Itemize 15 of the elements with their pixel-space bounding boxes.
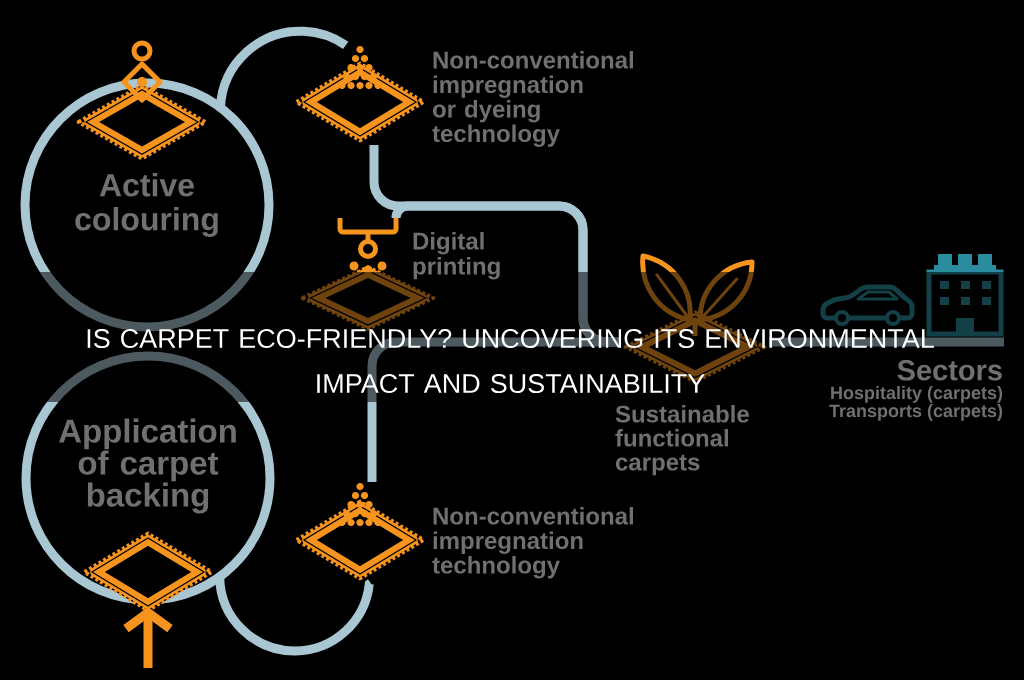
icon-caption: Non-conventional impregnation or dyeing technology bbox=[432, 51, 633, 147]
icon-caption: Non-conventional impregnation technology bbox=[432, 507, 633, 579]
caption-heading: Sectors bbox=[897, 360, 1002, 381]
icon-caption: Transports (carpets) bbox=[829, 404, 1003, 421]
icon-caption: Hospitality (carpets) bbox=[831, 386, 1003, 403]
icon-caption: Digital printing bbox=[413, 232, 500, 280]
carpet-drops-icon bbox=[294, 46, 426, 143]
connector-line bbox=[215, 26, 351, 109]
connector-line bbox=[215, 576, 375, 656]
connector-line bbox=[769, 337, 818, 347]
carpet-tag-icon bbox=[76, 40, 208, 161]
carpet-icon bbox=[82, 531, 214, 613]
carpet-drops-icon bbox=[294, 483, 426, 581]
connector-line bbox=[367, 337, 621, 482]
icon-caption: Sustainable functional carpets bbox=[615, 405, 749, 476]
